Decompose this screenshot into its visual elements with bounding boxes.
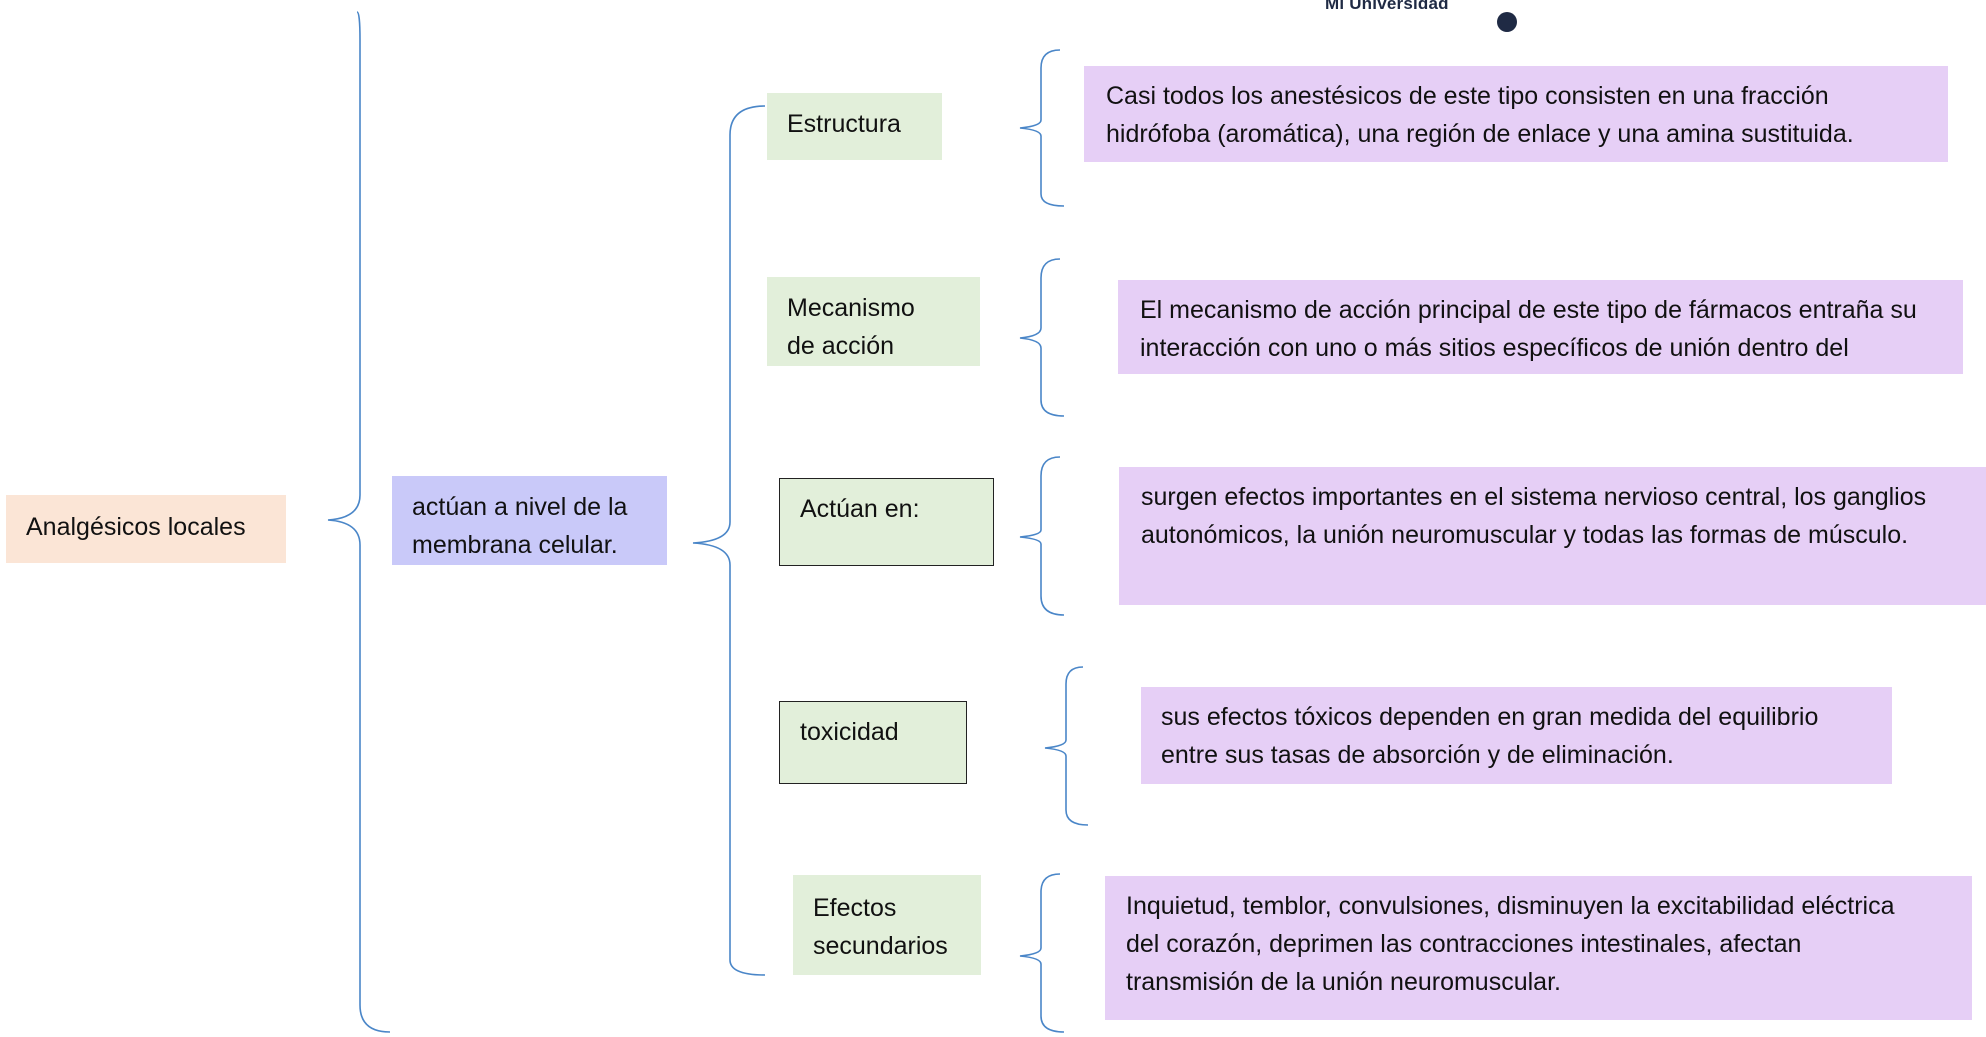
branch-actuan-label: Actúan en:	[800, 495, 920, 523]
branch-mecanismo-label: Mecanismo de acción	[787, 294, 915, 360]
detail-estructura: Casi todos los anestésicos de este tipo …	[1084, 66, 1948, 162]
root-node: Analgésicos locales	[6, 495, 286, 563]
detail-toxicidad: sus efectos tóxicos dependen en gran med…	[1141, 687, 1892, 784]
branch-toxicidad: toxicidad	[779, 701, 967, 784]
detail-efectos-text: Inquietud, temblor, convulsiones, dismin…	[1126, 892, 1895, 996]
branch-mecanismo: Mecanismo de acción	[767, 277, 980, 366]
bracket-root	[327, 11, 391, 1033]
detail-actuan-text: surgen efectos importantes en el sistema…	[1141, 483, 1927, 549]
branch-toxicidad-label: toxicidad	[800, 718, 899, 746]
detail-mecanismo-text: El mecanismo de acción principal de este…	[1140, 296, 1917, 362]
branch-estructura-label: Estructura	[787, 110, 901, 138]
branch-efectos: Efectos secundarios	[793, 875, 981, 975]
detail-actuan: surgen efectos importantes en el sistema…	[1119, 467, 1986, 605]
bracket-efectos	[1019, 873, 1065, 1033]
dot-icon	[1497, 12, 1517, 32]
bracket-mecanismo	[1019, 258, 1065, 417]
detail-efectos: Inquietud, temblor, convulsiones, dismin…	[1105, 876, 1972, 1020]
bracket-actuan	[1019, 456, 1065, 616]
branch-estructura: Estructura	[767, 93, 942, 160]
branch-efectos-label: Efectos secundarios	[813, 894, 948, 960]
bracket-estructura	[1019, 49, 1065, 207]
root-label: Analgésicos locales	[26, 513, 246, 541]
membrane-label: actúan a nivel de la membrana celular.	[412, 493, 628, 559]
detail-mecanismo: El mecanismo de acción principal de este…	[1118, 280, 1963, 374]
branch-actuan: Actúan en:	[779, 478, 994, 566]
bracket-toxicidad	[1044, 666, 1089, 826]
detail-estructura-text: Casi todos los anestésicos de este tipo …	[1106, 82, 1854, 148]
membrane-node: actúan a nivel de la membrana celular.	[392, 476, 667, 565]
brand-logo-text: Mi Universidad	[1325, 0, 1449, 13]
detail-toxicidad-text: sus efectos tóxicos dependen en gran med…	[1161, 703, 1819, 769]
bracket-level1	[692, 105, 766, 976]
